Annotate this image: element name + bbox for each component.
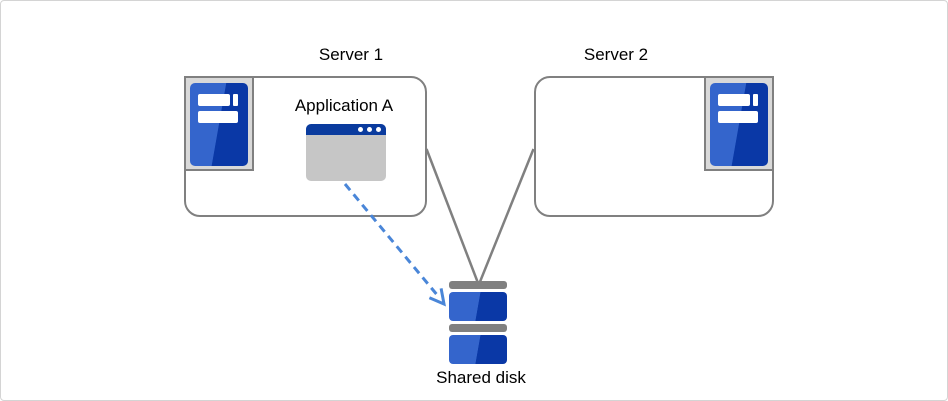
window-dot [376,127,381,132]
window-dot [358,127,363,132]
server-tower-icon [704,76,774,171]
server-tower-body [710,83,768,166]
server-slot [198,111,238,123]
server2-label: Server 2 [583,45,649,64]
app-window-icon [306,124,386,181]
server-slot-button [753,94,758,106]
arrowhead-icon [428,288,446,307]
window-titlebar [306,124,386,135]
disk-cap [449,324,507,332]
disk-stack-icon [449,281,507,364]
disk-cap [449,281,507,289]
server-slot-bar [718,94,750,106]
server-slot [198,94,238,106]
server-slot [718,94,758,106]
disk-platter [449,292,507,321]
server1-label: Server 1 [318,45,384,64]
application-label: Application A [294,96,394,115]
server-slot [718,111,758,123]
window-dot [367,127,372,132]
disk-platter [449,335,507,364]
connector-server2-to-disk [478,148,535,284]
server-tower-body [190,83,248,166]
connector-server1-to-disk [425,148,480,284]
server-slot-bar [198,94,230,106]
shared-disk-label: Shared disk [436,368,526,387]
window-body [306,135,386,181]
server-tower-icon [184,76,254,171]
server-slot-button [233,94,238,106]
